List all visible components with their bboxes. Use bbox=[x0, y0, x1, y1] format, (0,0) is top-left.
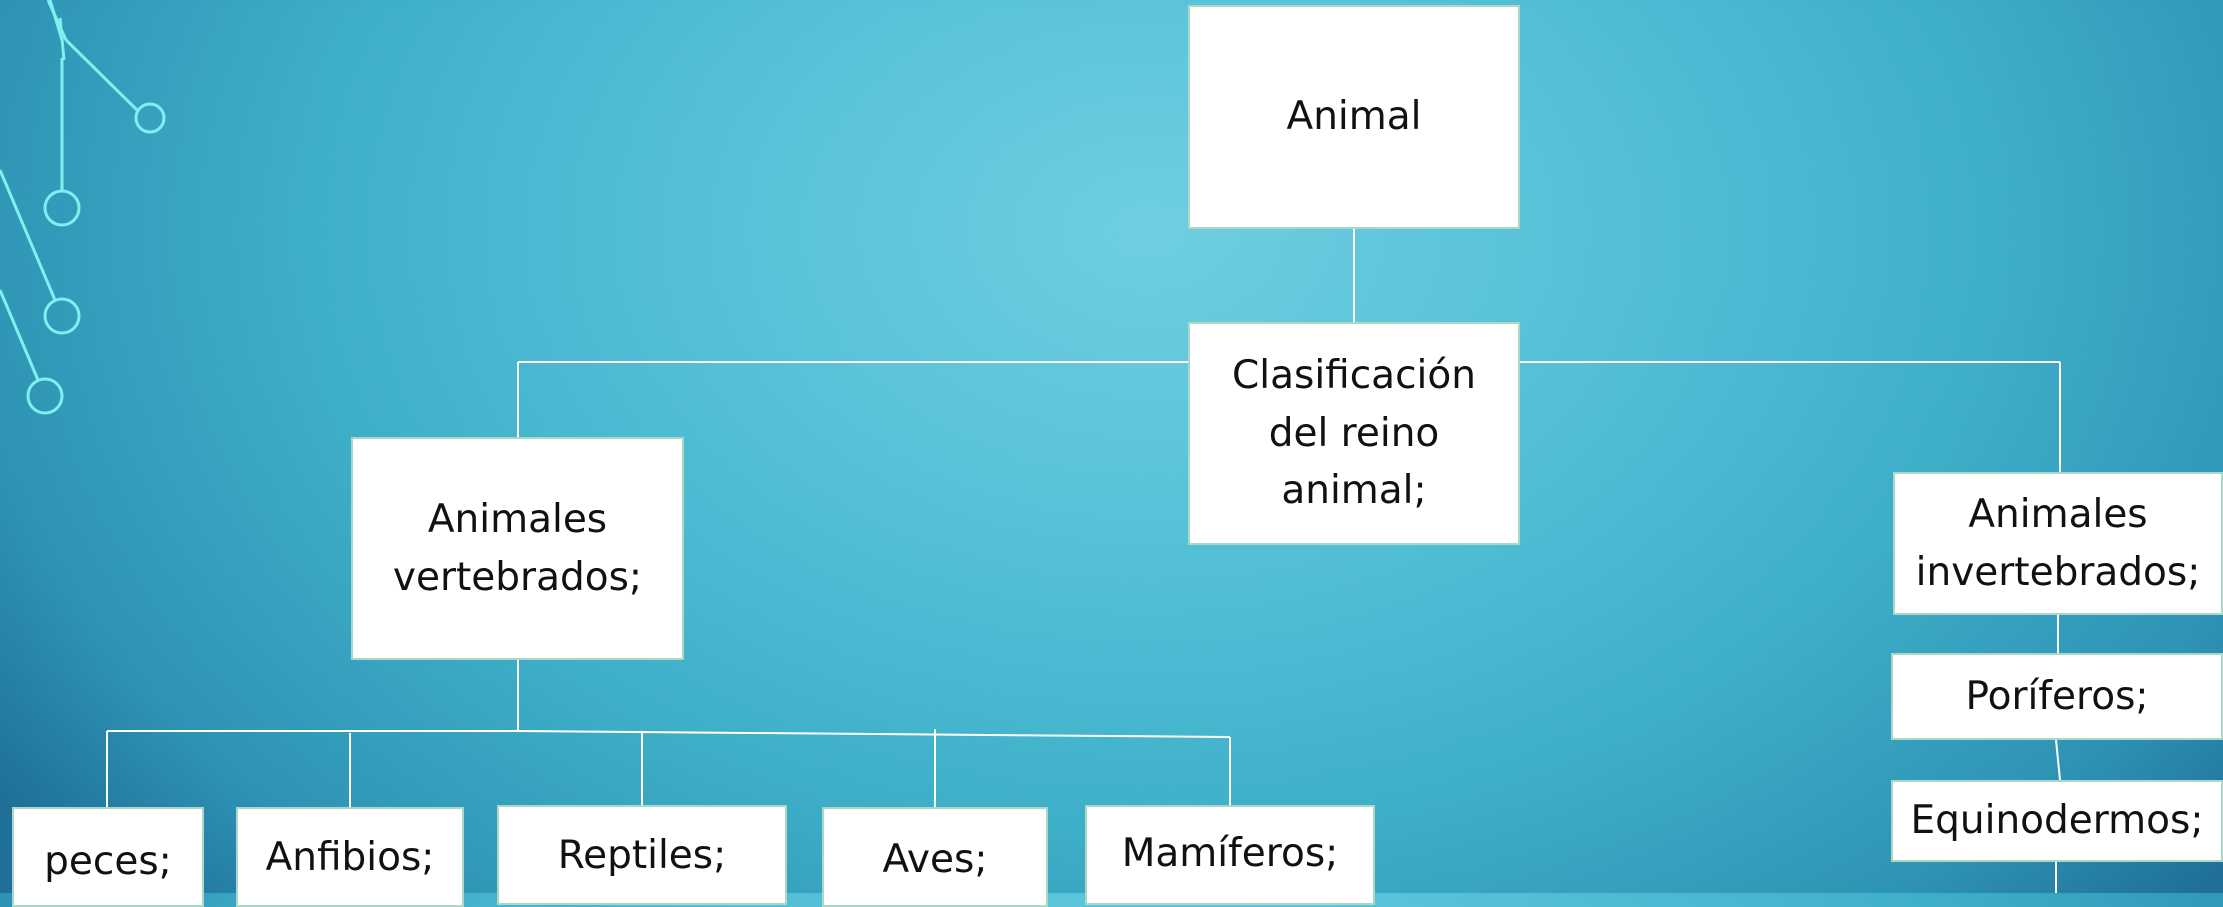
node-reptiles-label: Reptiles; bbox=[557, 833, 727, 878]
node-birds-label: Aves; bbox=[882, 837, 988, 882]
node-animal-label: Animal bbox=[1286, 94, 1422, 140]
node-classification-label: Clasificación del reino animal; bbox=[1232, 352, 1476, 514]
node-porifera: Poríferos; bbox=[1891, 653, 2223, 740]
node-vertebrates-label: Animales vertebrados; bbox=[392, 496, 643, 600]
node-amphibians-label: Anfibios; bbox=[265, 835, 435, 880]
node-mammals: Mamíferos; bbox=[1085, 805, 1375, 905]
node-echinoderms-label: Equinodermos; bbox=[1910, 798, 2204, 844]
node-porifera-label: Poríferos; bbox=[1965, 673, 2149, 719]
node-animal: Animal bbox=[1188, 5, 1520, 229]
node-echinoderms: Equinodermos; bbox=[1891, 780, 2223, 862]
node-birds: Aves; bbox=[822, 807, 1048, 907]
node-fish-label: peces; bbox=[44, 839, 172, 884]
node-mammals-label: Mamíferos; bbox=[1121, 831, 1339, 876]
node-invertebrates: Animales invertebrados; bbox=[1893, 472, 2223, 615]
node-vertebrates: Animales vertebrados; bbox=[351, 437, 684, 660]
node-classification: Clasificación del reino animal; bbox=[1188, 322, 1520, 545]
node-reptiles: Reptiles; bbox=[497, 805, 787, 905]
node-amphibians: Anfibios; bbox=[236, 807, 464, 907]
node-fish: peces; bbox=[12, 807, 204, 907]
node-invertebrates-label: Animales invertebrados; bbox=[1915, 491, 2201, 595]
